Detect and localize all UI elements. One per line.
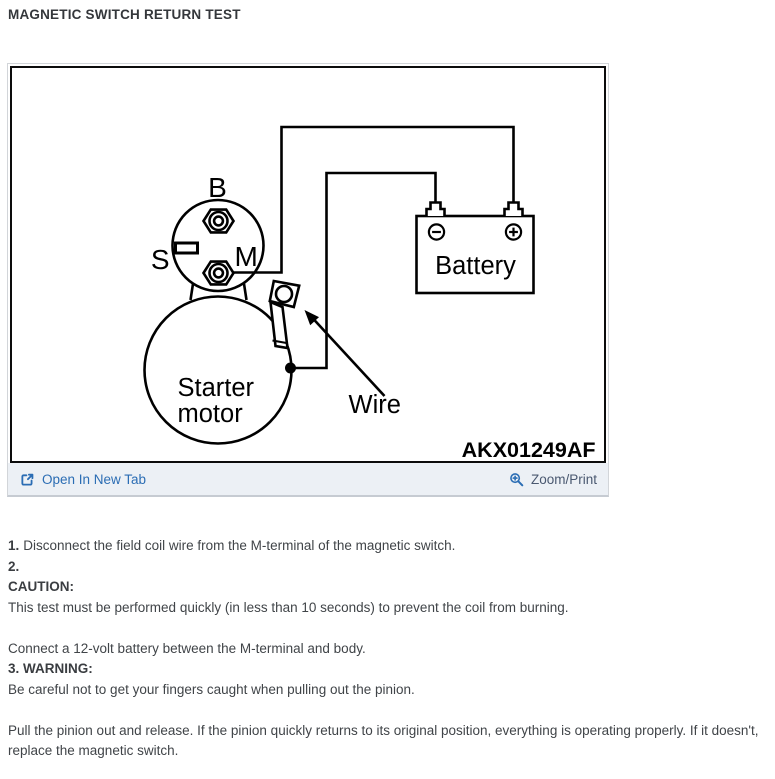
- field-coil-wire-connector: [268, 279, 301, 350]
- wire-arrowhead-icon: [304, 310, 319, 326]
- terminal-s-slot: [174, 241, 199, 255]
- zoom-in-icon: [510, 472, 524, 486]
- label-terminal-m: M: [235, 241, 258, 272]
- body-connection-dot: [285, 362, 296, 374]
- terminal-m-nut: [201, 260, 236, 286]
- open-in-new-tab-link[interactable]: Open In New Tab: [20, 472, 146, 487]
- battery-positive-icon: [504, 223, 523, 241]
- battery-post-positive: [503, 201, 524, 216]
- label-terminal-s: S: [151, 244, 170, 275]
- label-terminal-b: B: [208, 172, 227, 203]
- open-in-new-tab-icon: [21, 473, 34, 486]
- instruction-steps: 1.Disconnect the field coil wire from th…: [0, 536, 775, 762]
- wiring-diagram: B S M Starter motor Battery Wire AKX0124…: [10, 66, 606, 463]
- step-line: Be careful not to get your fingers caugh…: [8, 681, 415, 697]
- magnetic-switch-circle: [171, 198, 265, 293]
- zoom-print-label: Zoom/Print: [530, 471, 597, 487]
- label-starter-line1: Starter: [178, 374, 255, 402]
- wire-body-to-battery-negative: [290, 171, 437, 370]
- label-starter-line2: motor: [178, 400, 244, 428]
- step-line: Connect a 12-volt battery between the M-…: [8, 640, 366, 656]
- label-battery: Battery: [435, 252, 516, 280]
- battery-negative-icon: [427, 223, 446, 241]
- step-line: 1.Disconnect the field coil wire from th…: [8, 538, 456, 553]
- step-line: Pull the pinion out and release. If the …: [8, 722, 759, 759]
- step-line-blank: [8, 618, 766, 639]
- step-line: 2.: [8, 558, 20, 574]
- step-line-blank: [8, 700, 766, 721]
- zoom-print-link[interactable]: Zoom/Print: [509, 472, 597, 487]
- figure-toolbar: Open In New Tab Zoom/Print: [8, 463, 608, 495]
- open-in-new-tab-label: Open In New Tab: [42, 471, 147, 487]
- page-title: MAGNETIC SWITCH RETURN TEST: [8, 7, 241, 22]
- battery-post-negative: [425, 201, 446, 216]
- wire-arrow-line: [311, 317, 386, 397]
- figure-code: AKX01249AF: [462, 438, 596, 461]
- label-wire: Wire: [349, 391, 401, 419]
- step-line: CAUTION:: [8, 579, 74, 594]
- step-line: This test must be performed quickly (in …: [8, 599, 569, 615]
- terminal-b-nut: [201, 208, 236, 234]
- step-line: 3. WARNING:: [8, 661, 93, 676]
- magnetic-switch-diagram: B S M Starter motor Battery Wire AKX0124…: [143, 125, 596, 461]
- wire-m-to-battery-positive: [232, 125, 515, 274]
- figure-widget: B S M Starter motor Battery Wire AKX0124…: [7, 63, 609, 497]
